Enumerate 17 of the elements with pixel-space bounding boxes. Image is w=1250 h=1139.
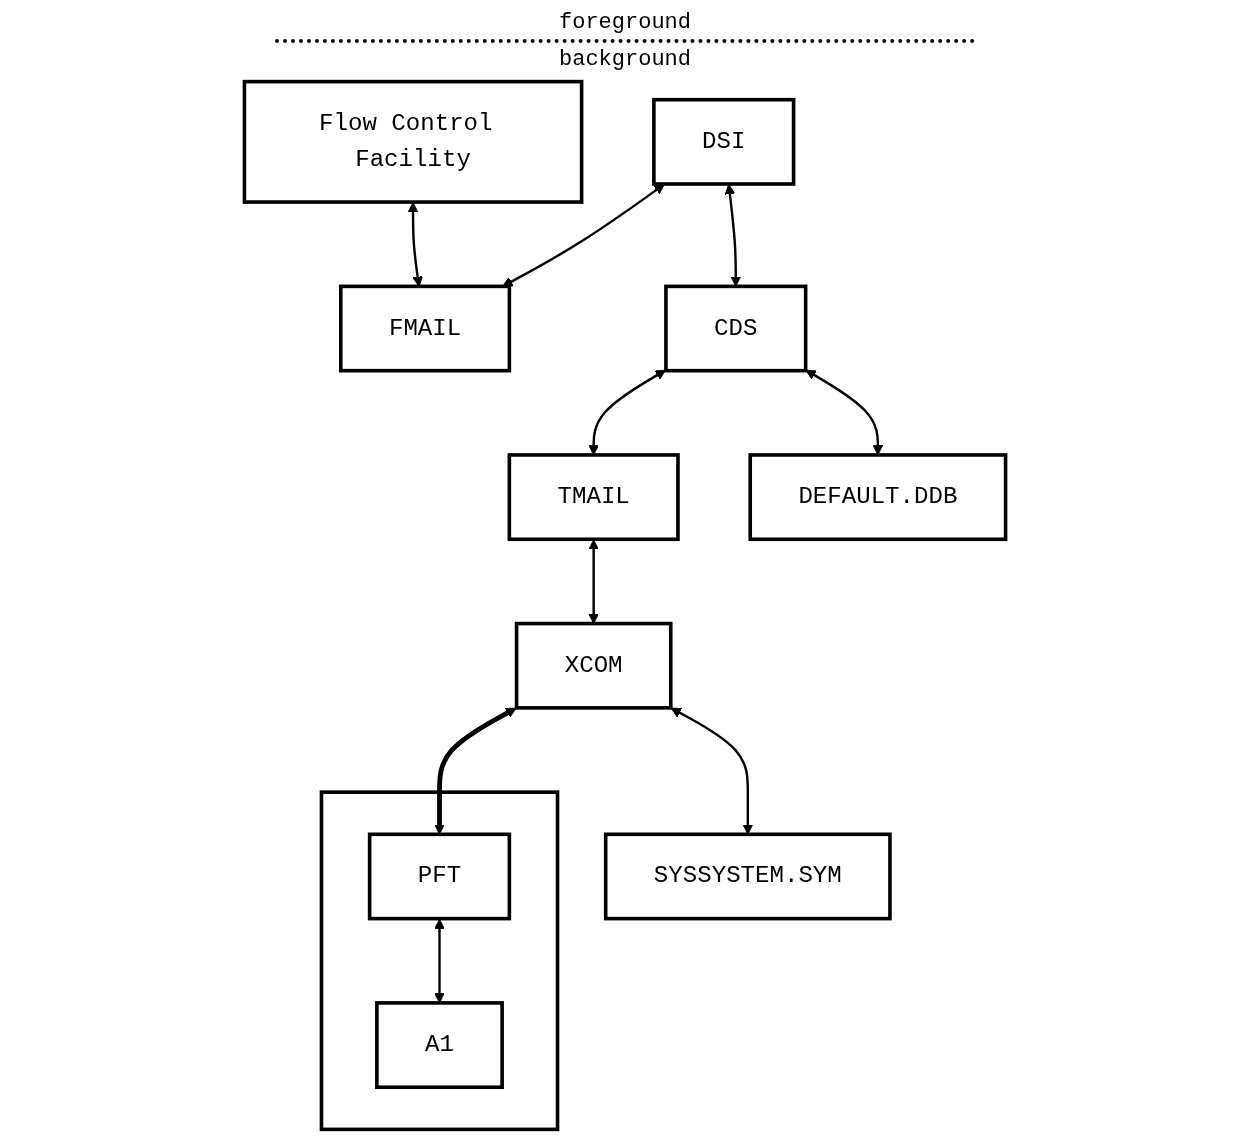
node-box: A1 bbox=[375, 1001, 504, 1090]
cluster bbox=[319, 790, 560, 1132]
arrow bbox=[434, 707, 517, 835]
node-box: XCOM bbox=[514, 621, 673, 710]
node-box: SYSSYSTEM.SYM bbox=[603, 832, 892, 921]
node-box: Flow Control Facility bbox=[242, 79, 584, 204]
arrow bbox=[407, 202, 423, 287]
arrow bbox=[724, 184, 742, 287]
node-box: DEFAULT.DDB bbox=[748, 453, 1008, 542]
node-box: PFT bbox=[367, 832, 512, 921]
node-box: DSI bbox=[652, 97, 796, 186]
node-box: TMAIL bbox=[507, 453, 680, 542]
region-label: background bbox=[559, 47, 691, 72]
node-box: CDS bbox=[664, 284, 808, 373]
region-label: foreground bbox=[559, 10, 691, 35]
node-box: FMAIL bbox=[338, 284, 512, 373]
arrow bbox=[670, 707, 754, 835]
